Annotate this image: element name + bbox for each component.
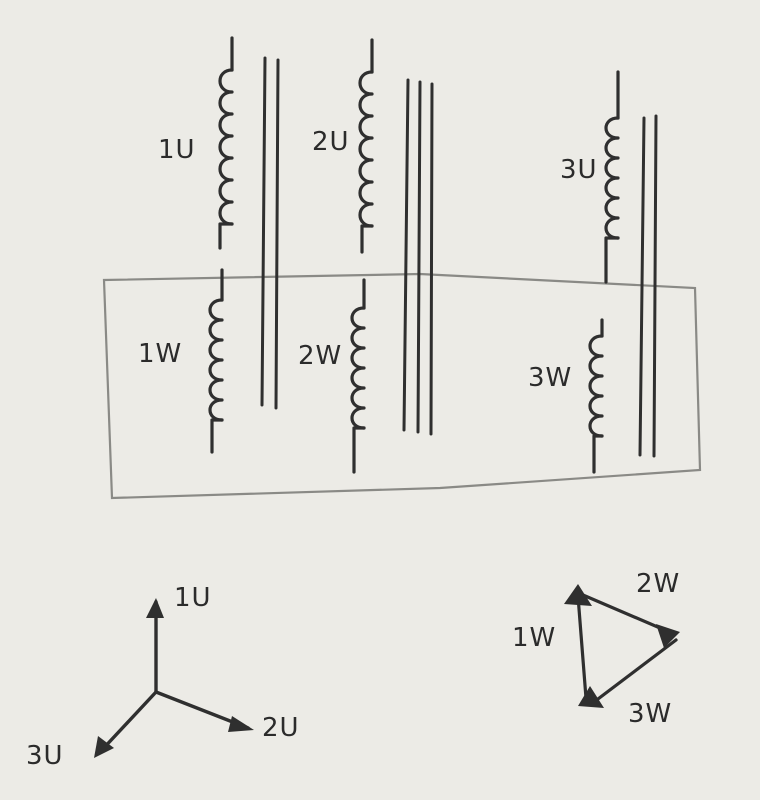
phase-1-transformer: 1U 1W [138, 36, 280, 454]
phase-2-transformer: 2U 2W [298, 38, 434, 474]
star-label-top: 1U [174, 583, 212, 613]
phase-3-primary-coil [604, 70, 620, 284]
arrowhead-icon [94, 736, 114, 758]
phase-1-primary-label: 1U [158, 135, 196, 165]
delta-label-right: 2W [636, 569, 680, 599]
delta-label-bottom: 3W [628, 699, 672, 729]
delta-phasor-diagram: 1W 2W 3W [512, 569, 680, 729]
phase-2-primary-label: 2U [312, 127, 350, 157]
phase-1-secondary-coil [208, 268, 224, 454]
phase-3-secondary-coil [588, 318, 604, 474]
phase-3-transformer: 3U 3W [528, 70, 658, 474]
phase-3-primary-label: 3U [560, 155, 598, 185]
delta-label-left: 1W [512, 623, 556, 653]
arrowhead-icon [564, 584, 592, 606]
arrowhead-icon [146, 598, 164, 618]
phase-1-secondary-label: 1W [138, 339, 182, 369]
star-phasor-diagram: 1U 2U 3U [26, 583, 300, 771]
star-label-right: 2U [262, 713, 300, 743]
arrowhead-icon [656, 624, 680, 648]
arrowhead-icon [228, 716, 254, 732]
phase-1-primary-coil [218, 36, 234, 250]
star-phasor-3u [98, 690, 158, 754]
phase-3-core [638, 114, 658, 458]
phase-2-core [402, 78, 434, 436]
star-label-left: 3U [26, 741, 64, 771]
secondary-enclosure [102, 272, 702, 500]
arrowhead-icon [578, 686, 604, 708]
phase-2-primary-coil [358, 38, 374, 254]
phase-3-secondary-label: 3W [528, 363, 572, 393]
phase-1-core [260, 56, 280, 410]
delta-side-3w-1w [576, 594, 588, 700]
phase-2-secondary-label: 2W [298, 341, 342, 371]
phase-2-secondary-coil [350, 278, 366, 474]
delta-side-2w-3w [592, 638, 678, 704]
